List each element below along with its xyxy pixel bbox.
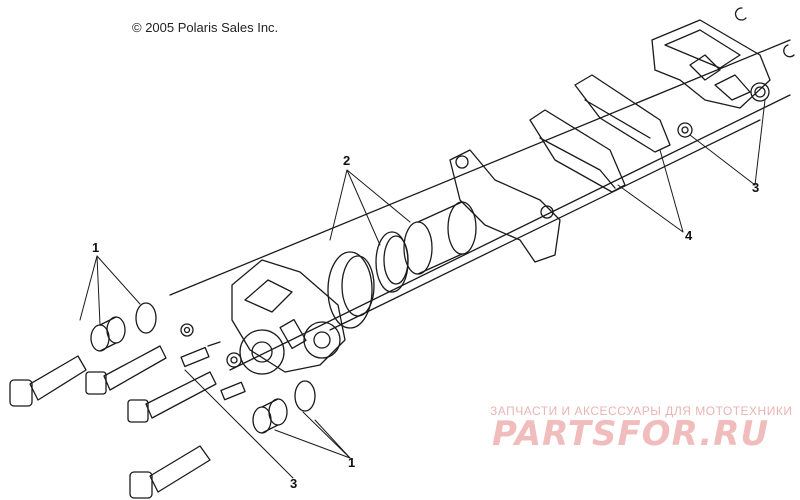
bolt-upper: [85, 345, 167, 395]
callout-4: 4: [685, 228, 693, 243]
pad-pin-washer-inner: [681, 126, 689, 134]
watermark-brand: PARTSFOR.RU: [492, 414, 770, 454]
bushing-bottom: [252, 398, 288, 434]
bleeder-screw: [180, 341, 221, 368]
caliper-bracket: [449, 149, 561, 263]
bleeder-cap: [220, 381, 246, 401]
outboard-caliper-body: [651, 19, 771, 109]
piston: [403, 201, 477, 275]
piston-seal: [375, 231, 409, 293]
callout-3-right: 3: [752, 180, 760, 195]
inboard-caliper-body: [231, 259, 346, 375]
pad-pin-washer: [677, 122, 693, 138]
brake-pad-inner: [529, 109, 626, 193]
c-clip-top: [734, 7, 747, 21]
brake-pad-outer: [574, 74, 671, 153]
bolt-lower: [127, 371, 217, 423]
washer-top-inner: [183, 326, 191, 334]
long-bolt-bottom: [129, 445, 211, 499]
c-clip-right: [783, 44, 795, 58]
o-ring-bottom: [294, 380, 316, 412]
callout-3-bottom: 3: [290, 476, 298, 491]
long-bolt-top: [9, 355, 87, 407]
callout-1-bottom: 1: [348, 455, 356, 470]
washer-top: [180, 323, 194, 337]
dust-boot: [327, 251, 375, 329]
callout-2: 2: [343, 153, 351, 168]
axis-lines: [169, 39, 791, 371]
o-ring-top: [135, 302, 157, 334]
leader-lines: [79, 99, 766, 479]
callout-1-top: 1: [92, 240, 100, 255]
copper-washer: [226, 352, 242, 368]
copyright-text: © 2005 Polaris Sales Inc.: [132, 20, 279, 35]
bushing-top: [90, 316, 126, 352]
copper-washer-inner: [230, 356, 238, 364]
watermark-tagline: ЗАПЧАСТИ И АКСЕССУАРЫ ДЛЯ МОТОТЕХНИКИ: [490, 404, 793, 418]
